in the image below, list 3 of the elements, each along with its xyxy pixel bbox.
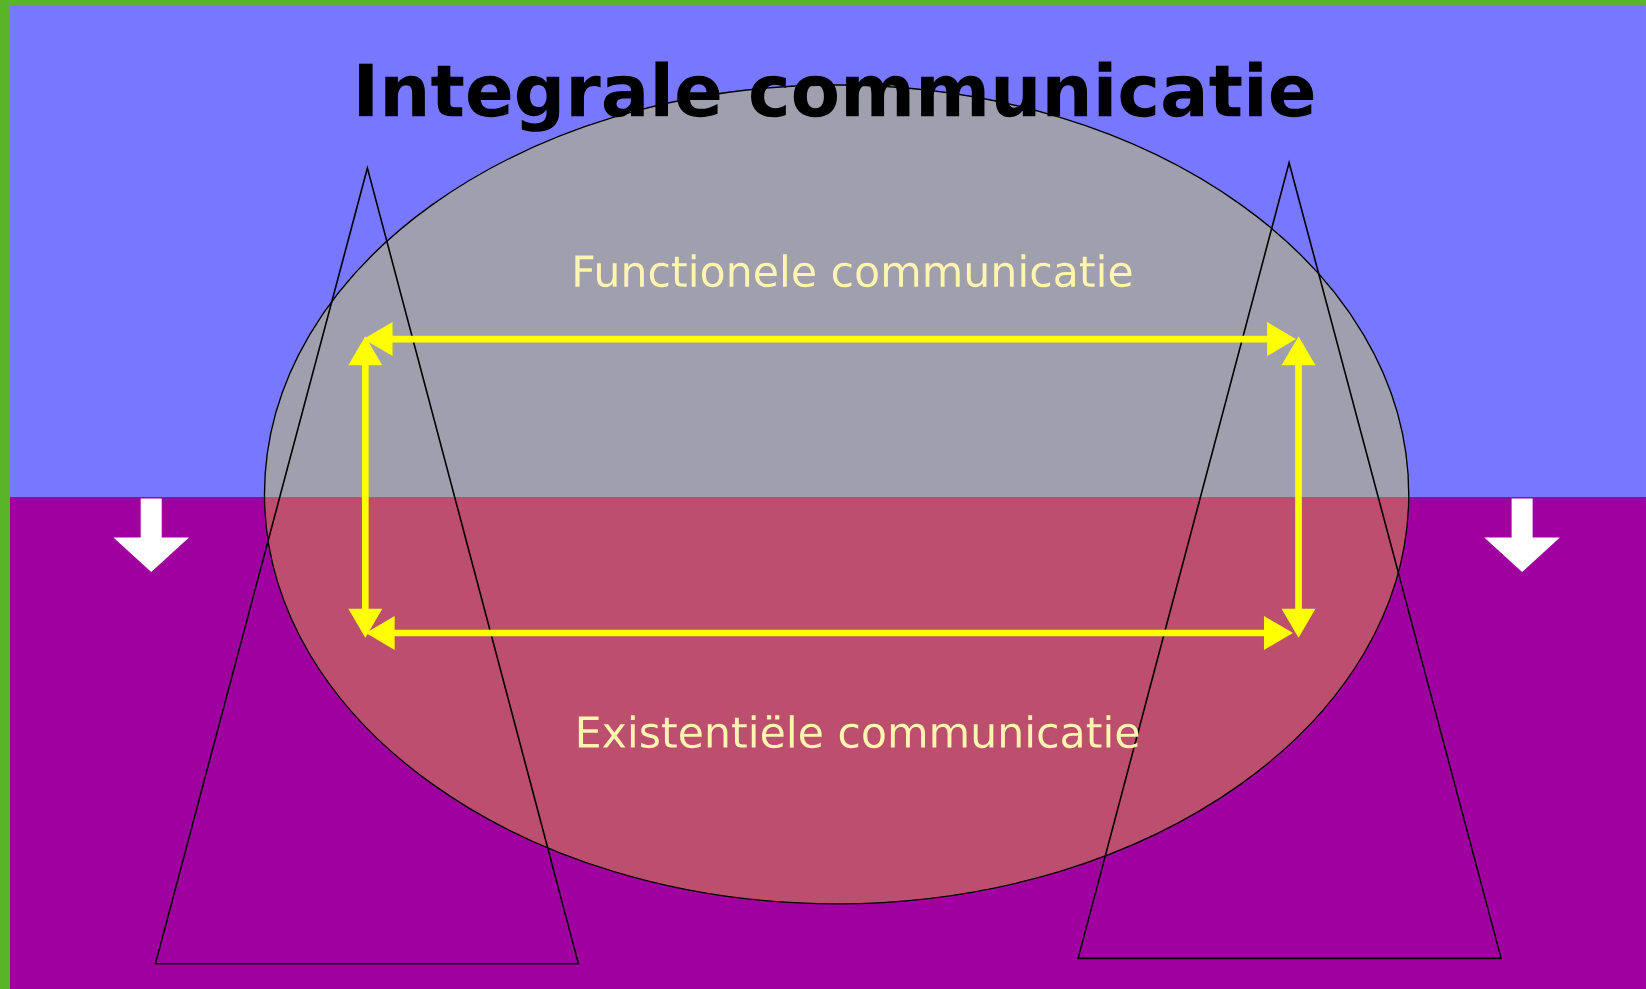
ellipse-label: Functionele communicatie <box>575 254 1132 288</box>
ellipse-label: Existentiële communicatie <box>578 715 1139 749</box>
title: Integrale communicatie <box>359 61 1314 132</box>
